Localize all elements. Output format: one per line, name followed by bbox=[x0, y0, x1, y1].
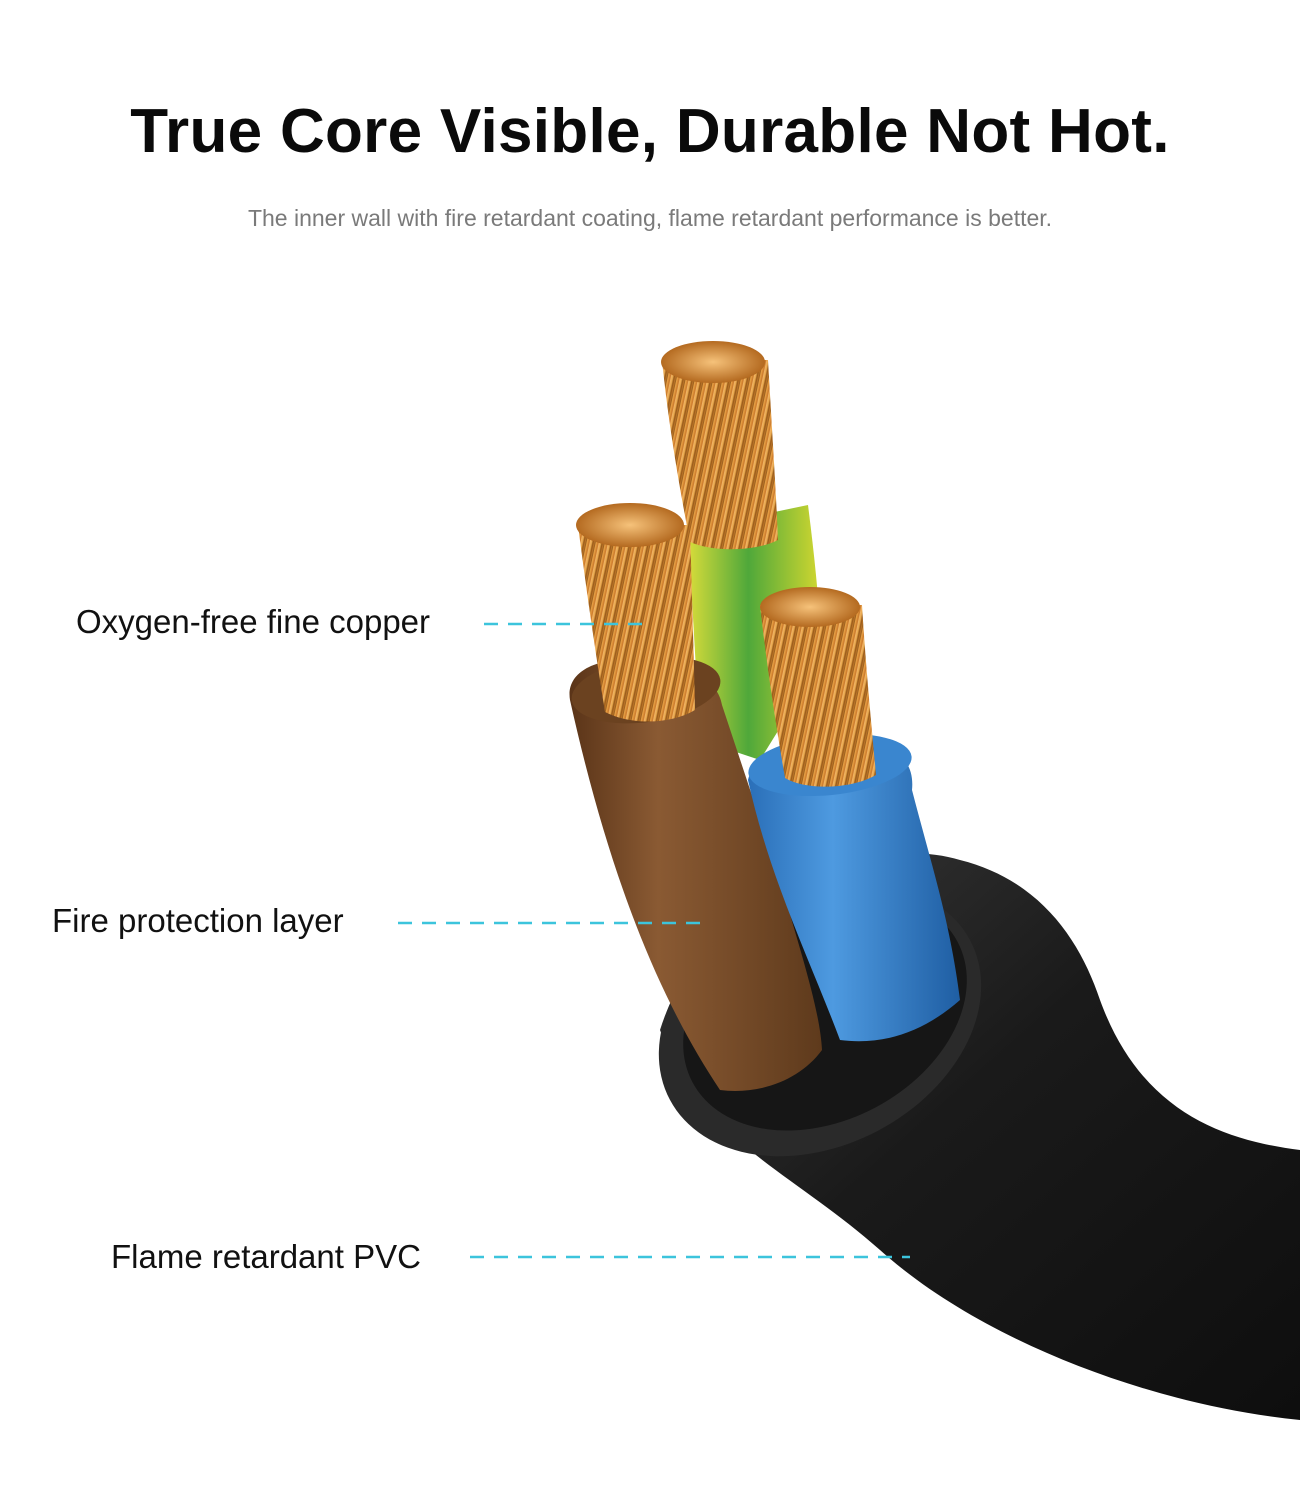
callout-pvc-label: Flame retardant PVC bbox=[111, 1238, 421, 1275]
brown-insulation bbox=[569, 659, 822, 1091]
blue-insulation bbox=[748, 737, 960, 1042]
page-title: True Core Visible, Durable Not Hot. bbox=[130, 97, 1170, 166]
page-subtitle: The inner wall with fire retardant coati… bbox=[247, 205, 1053, 231]
copper-end-left bbox=[576, 503, 684, 547]
copper-conductor-right bbox=[760, 605, 876, 787]
copper-end-right bbox=[760, 587, 860, 627]
copper-conductor-top bbox=[662, 360, 778, 550]
copper-end-top bbox=[661, 341, 765, 383]
callout-copper-label: Oxygen-free fine copper bbox=[76, 603, 431, 640]
callout-fire-layer-label: Fire protection layer bbox=[52, 902, 344, 939]
